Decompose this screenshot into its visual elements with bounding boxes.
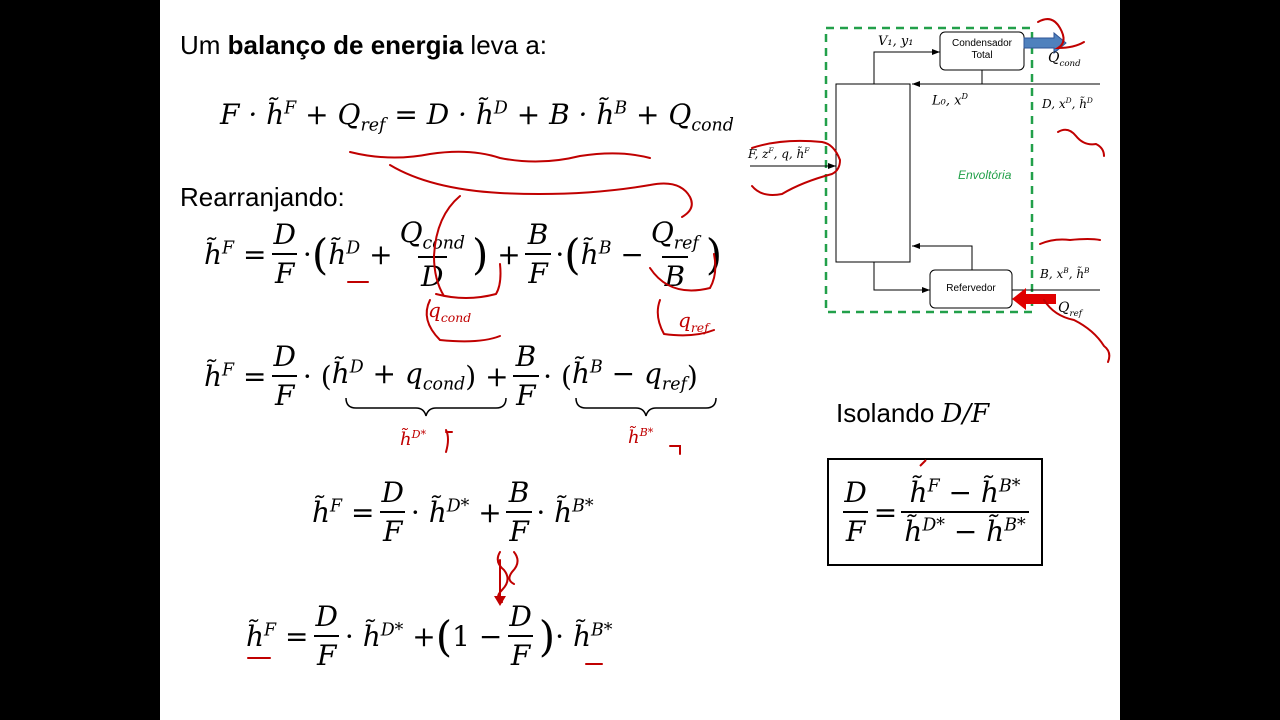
q-cond-label: Qcond <box>1048 50 1081 69</box>
reflux-text: L₀, x <box>932 93 962 109</box>
feed-text: F, z <box>748 147 769 161</box>
annot-q-ref: qref <box>678 308 709 335</box>
q-ref-label: Qref <box>1058 300 1082 319</box>
q-cond-text: Q <box>1048 50 1060 66</box>
feed-label: F, zF, q, h̃F <box>748 146 810 161</box>
feed-rest: , q, h̃ <box>773 147 805 161</box>
slide: Um balanço de energia leva a: F · h̃F + … <box>160 0 1120 720</box>
condenser-label: Condensador Total <box>951 38 1013 61</box>
bottoms-label: B, xB, h̃B <box>1040 266 1090 281</box>
envelope-dashed-box <box>824 26 1034 314</box>
red-arrowhead <box>494 596 506 606</box>
column-body <box>835 83 911 263</box>
energy-balance-equation: F · h̃F + Qref = D · h̃D + B · h̃B + Qco… <box>220 98 734 136</box>
isolando-text: Isolando <box>836 398 942 428</box>
q-cond-sub: cond <box>1059 58 1081 69</box>
intro-line: Um balanço de energia leva a: <box>180 30 547 61</box>
bottoms-text: B, x <box>1040 267 1064 281</box>
annot-hB-star: h̃B* <box>628 426 654 448</box>
distillate-label: D, xD, h̃D <box>1042 96 1093 111</box>
q-ref-arrow <box>1012 288 1056 310</box>
isolando-math: D/F <box>941 399 990 429</box>
column-diagram <box>750 18 1111 363</box>
red-ink-marks <box>247 150 717 665</box>
q-ref-text: Q <box>1058 300 1070 316</box>
annot-hD-star: h̃D* <box>400 428 427 450</box>
reboiler-box <box>929 269 1013 309</box>
annotation-layer <box>247 18 1111 665</box>
annot-q-cond: qcond <box>428 298 472 325</box>
intro-suffix: leva a: <box>463 30 548 60</box>
envelope-label: Envoltória <box>958 168 1012 182</box>
brace-right <box>575 397 717 417</box>
distillate-text: D, x <box>1042 97 1066 111</box>
intro-prefix: Um <box>180 30 228 60</box>
reboiler-label: Refervedor <box>946 283 996 294</box>
intro-bold: balanço de energia <box>227 30 464 60</box>
reflux-sup: D <box>961 92 968 101</box>
isolando-label: Isolando D/F <box>836 398 989 429</box>
rearranjando-label: Rearranjando: <box>180 182 345 212</box>
reflux-label: L₀, xD <box>932 92 968 108</box>
vapor-label: V₁, y₁ <box>878 34 914 49</box>
q-ref-sub: ref <box>1069 308 1082 319</box>
brace-left <box>345 397 507 417</box>
